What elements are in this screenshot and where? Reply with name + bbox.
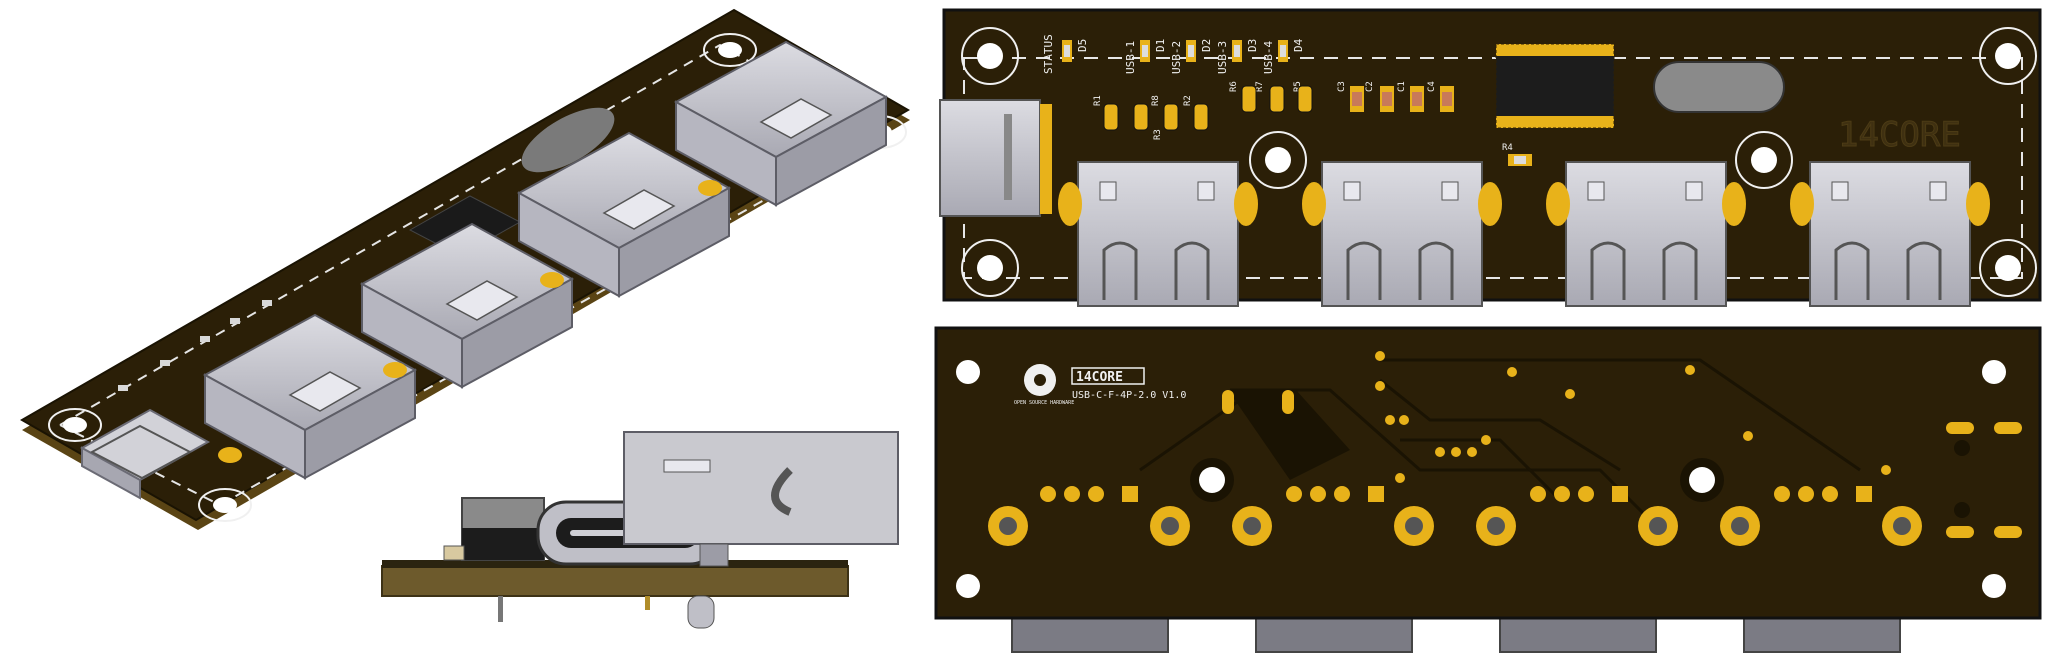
bottom-ground-pour — [1228, 390, 1350, 480]
ref-c4: C4 — [1427, 81, 1437, 92]
iso-mounting-hole — [48, 408, 102, 442]
iso-usb-a-port — [673, 40, 889, 207]
top-capacitors — [1350, 86, 1532, 166]
brand-text: 14CORE — [1076, 370, 1123, 385]
oshw-logo — [1024, 364, 1056, 396]
ref-r6: R6 — [1229, 81, 1239, 92]
iso-gold-pads — [218, 180, 722, 463]
silk-label-usb-1: USB-1 — [1124, 41, 1137, 74]
top-mounting-hole — [1249, 131, 1307, 189]
isometric-pcb-view — [19, 8, 911, 530]
iso-usb-a-port — [516, 131, 732, 298]
brand-badge — [1071, 367, 1145, 385]
bottom-pcb-view: OPEN SOURCE HARDWARE 14CORE USB-C-F-4P-2… — [934, 326, 2042, 653]
top-crystal — [1653, 61, 1785, 113]
silk-label-usb-2: USB-2 — [1170, 41, 1183, 74]
iso-usb-a-port — [202, 313, 418, 480]
top-led-row — [1062, 40, 1288, 62]
bottom-mounting-hole — [1680, 458, 1724, 502]
top-mounting-hole — [961, 239, 1019, 297]
top-pcb-view: STATUS D5 USB-1 D1 USB-2 D2 USB-3 D3 USB… — [939, 8, 2042, 307]
part-number-text: USB-C-F-4P-2.0 V1.0 — [1072, 390, 1186, 401]
top-watermark: 14CORE — [1838, 115, 1961, 155]
ref-r4: R4 — [1502, 143, 1513, 153]
silk-label-d4: D4 — [1292, 38, 1305, 52]
iso-crystal — [521, 107, 615, 173]
silk-label-d1: D1 — [1154, 39, 1167, 52]
top-mounting-hole — [1979, 239, 2037, 297]
side-pcb-view — [381, 431, 899, 629]
bottom-usb-c-pads — [1946, 422, 2022, 538]
top-mounting-hole — [1979, 27, 2037, 85]
iso-usb-a-port — [359, 222, 575, 389]
iso-mounting-hole — [703, 33, 757, 67]
side-usb-a-port — [623, 431, 899, 567]
iso-led-row — [118, 300, 272, 391]
silk-label-usb-3: USB-3 — [1216, 41, 1229, 74]
top-controller-chip — [1495, 43, 1615, 129]
iso-usb-c-port — [79, 408, 211, 500]
top-mounting-hole — [961, 27, 1019, 85]
bottom-mounting-hole — [956, 360, 980, 384]
ref-r2: R2 — [1183, 95, 1193, 106]
silk-label-usb-4: USB-4 — [1262, 41, 1275, 74]
top-mounting-hole — [1735, 131, 1793, 189]
ref-r8: R8 — [1151, 95, 1161, 106]
ref-r5: R5 — [1293, 81, 1303, 92]
bottom-mounting-hole — [1982, 574, 2006, 598]
ref-c1: C1 — [1397, 81, 1407, 92]
top-usb-a-port — [1302, 161, 1502, 307]
top-usb-a-port — [1058, 161, 1258, 307]
bottom-pin-rows — [1040, 486, 1872, 502]
top-usb-a-port — [1790, 161, 1990, 307]
bottom-mounting-hole — [1982, 360, 2006, 384]
bottom-oval-pad — [1282, 390, 1294, 414]
bottom-oval-pad — [1222, 390, 1234, 414]
top-resistor-pads — [1103, 85, 1313, 131]
iso-mounting-hole — [198, 488, 252, 522]
oshw-logo-text: OPEN SOURCE HARDWARE — [1014, 400, 1074, 406]
bottom-shield-pads — [988, 506, 1922, 546]
side-latch — [687, 595, 715, 629]
bottom-mounting-hole — [1190, 458, 1234, 502]
silk-label-d2: D2 — [1200, 39, 1213, 52]
bottom-vias — [1375, 351, 1891, 483]
ref-r1: R1 — [1093, 95, 1103, 106]
silk-label-d5: D5 — [1076, 39, 1089, 52]
ref-r7: R7 — [1255, 81, 1265, 92]
side-small-part — [443, 545, 465, 561]
top-silk-outline — [963, 57, 2023, 279]
top-usb-a-port — [1546, 161, 1746, 307]
ref-c2: C2 — [1365, 81, 1375, 92]
ref-r3: R3 — [1153, 129, 1163, 140]
side-chip — [462, 528, 544, 560]
top-usb-c-port — [939, 99, 1052, 217]
silk-label-d3: D3 — [1246, 39, 1259, 52]
side-board — [381, 565, 849, 597]
side-pin — [645, 596, 650, 610]
ref-c3: C3 — [1337, 81, 1347, 92]
bottom-mounting-hole — [956, 574, 980, 598]
silk-label-status: STATUS — [1042, 34, 1055, 74]
side-pin — [498, 596, 503, 622]
